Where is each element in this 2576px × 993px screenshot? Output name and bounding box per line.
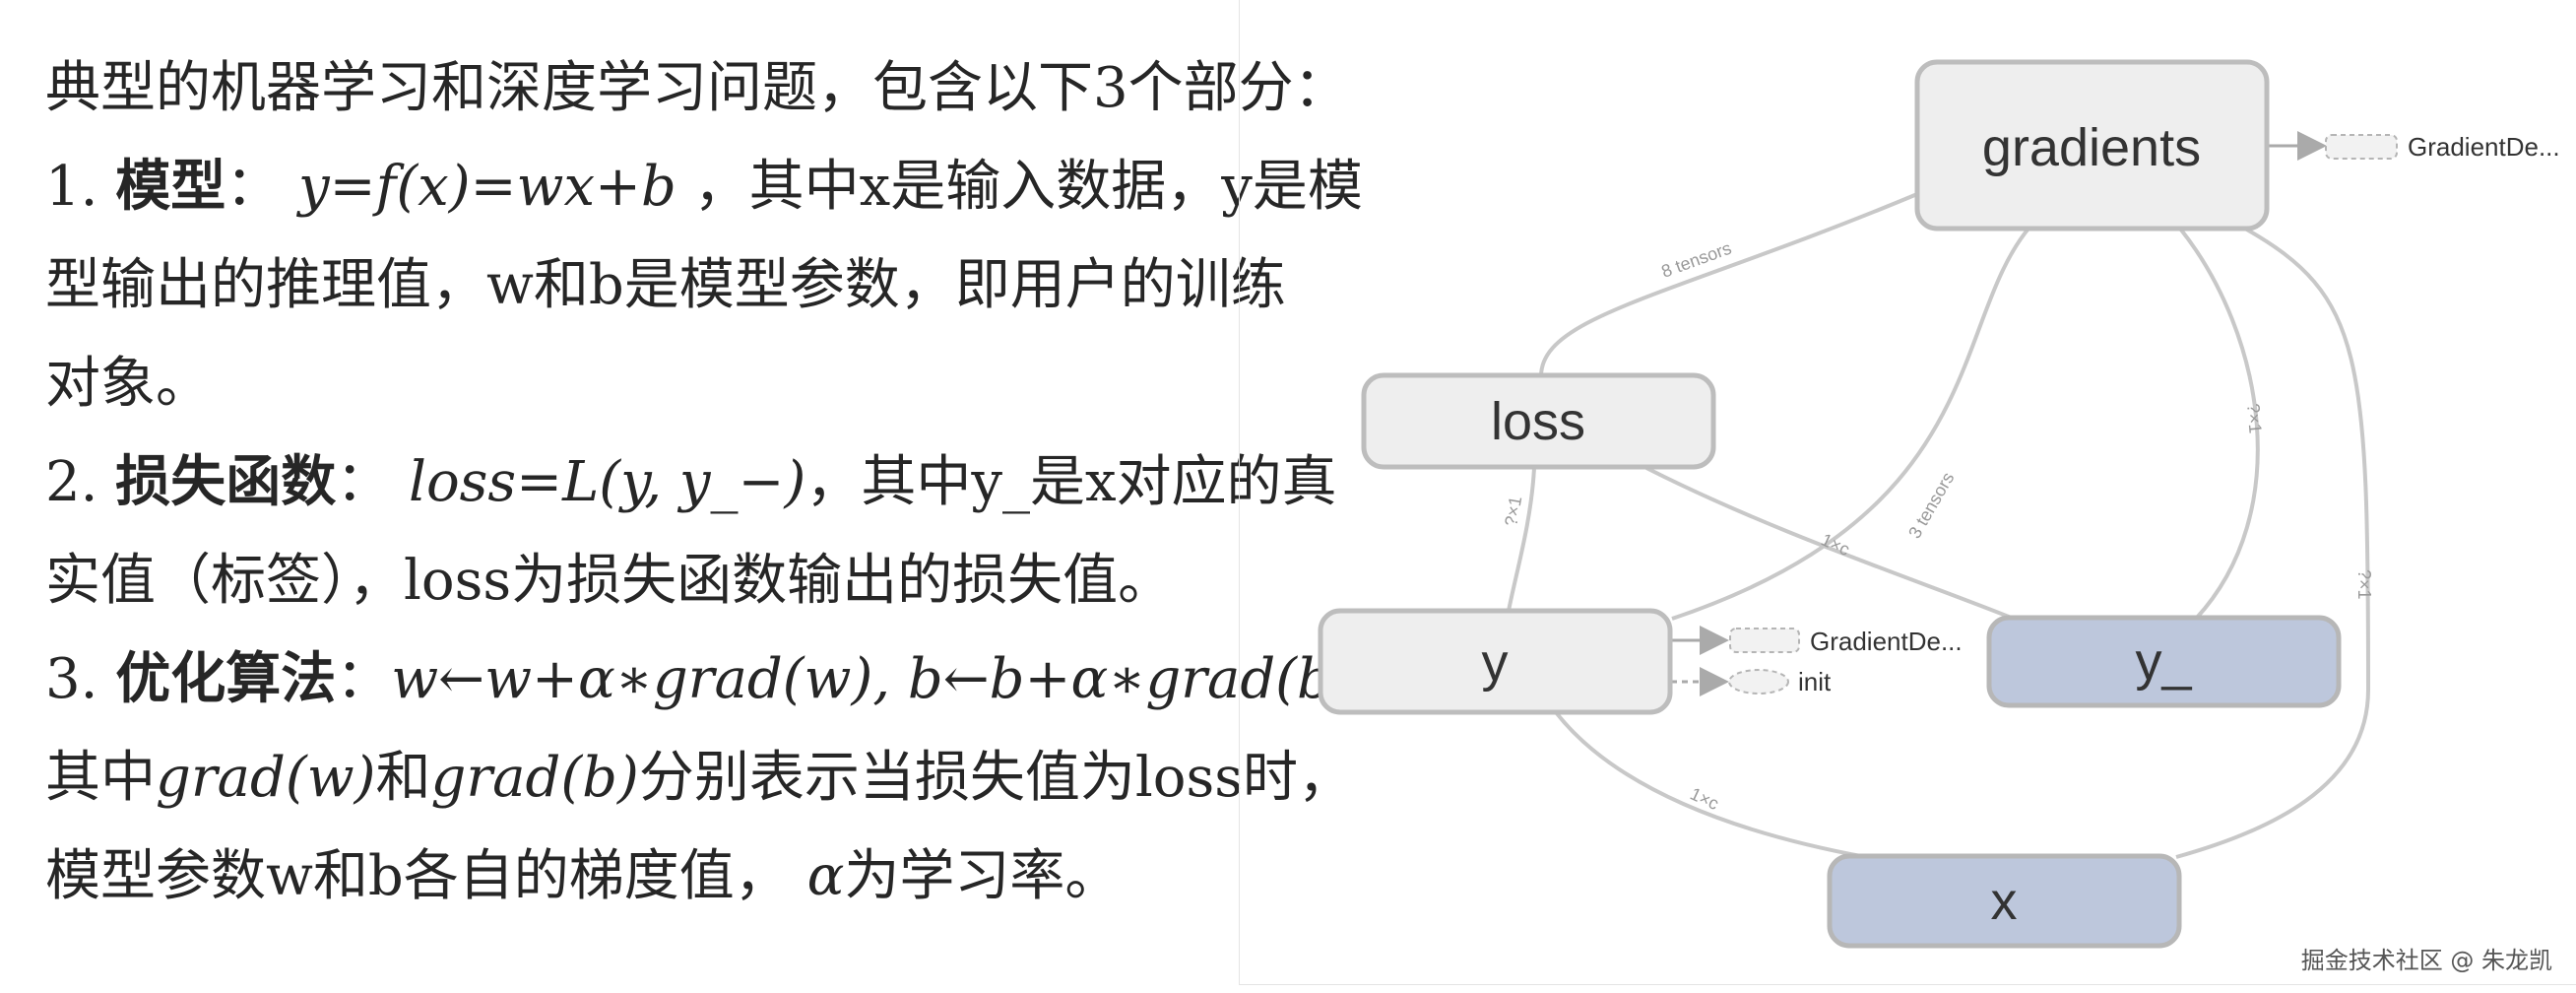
edge-gradients-loss xyxy=(1539,192,1918,377)
loss-line: 2. 损失函数： loss=L(y, y_−)，其中y_是x对应的真 xyxy=(45,450,1337,514)
edge-label-loss-y: ?×1 xyxy=(1501,495,1525,528)
edge-y-x xyxy=(1554,710,1867,859)
node-y_[interactable]: y_ xyxy=(1986,615,2342,708)
edge-gradients-x xyxy=(2175,227,2371,859)
intro-line: 典型的机器学习和深度学习问题，包含以下3个部分： xyxy=(45,56,1349,120)
optimizer-line-3: 模型参数w和b各自的梯度值， α为学习率。 xyxy=(45,844,1121,908)
node-gradients[interactable]: gradients xyxy=(1914,59,2270,232)
watermark: 掘金技术社区 @ 朱龙凯 xyxy=(2300,947,2552,974)
edge-loss-y_ xyxy=(1645,466,2015,621)
svg-text:y_: y_ xyxy=(2135,632,2192,692)
edge-label-grad-y_: ?×1 xyxy=(2243,403,2266,434)
svg-text:gradients: gradients xyxy=(1982,118,2201,177)
optimizer-formula: w←w+α∗grad(w), b←b+α∗grad(b) xyxy=(391,647,1354,711)
node-x[interactable]: x xyxy=(1827,853,2182,949)
gradient-descent-node-top[interactable] xyxy=(2325,134,2398,160)
graph-panel-bottom xyxy=(1239,984,2576,985)
init-node[interactable] xyxy=(1728,669,1789,695)
graph-edges xyxy=(1507,192,2371,859)
svg-text:loss: loss xyxy=(1491,392,1585,451)
node-loss[interactable]: loss xyxy=(1361,372,1716,470)
edge-label-8-tensors: 8 tensors xyxy=(1659,238,1734,282)
edge-label-grad-x: ?×1 xyxy=(2354,569,2374,600)
aux-edges xyxy=(1671,131,2327,696)
edge-loss-y xyxy=(1507,467,1536,612)
model-line-3: 对象。 xyxy=(45,352,211,416)
model-line: 1. 模型： y=f(x)=wx+b ，其中x是输入数据，y是模 xyxy=(45,155,1363,219)
model-heading: 模型 xyxy=(115,155,226,219)
init-label: init xyxy=(1798,667,1832,696)
loss-heading: 损失函数 xyxy=(115,450,337,514)
graph-panel-border xyxy=(1239,0,1240,985)
svg-text:y: y xyxy=(1482,633,1509,693)
gradient-descent-label-top: GradientDe... xyxy=(2408,132,2560,162)
loss-line-2: 实值（标签），loss为损失函数输出的损失值。 xyxy=(45,549,1174,613)
model-line-2: 型输出的推理值，w和b是模型参数，即用户的训练 xyxy=(45,253,1286,317)
gradient-descent-node-y[interactable] xyxy=(1729,628,1800,653)
model-formula: y=f(x)=wx+b xyxy=(298,155,676,219)
edge-label-3-tensors: 3 tensors xyxy=(1904,469,1958,542)
node-y[interactable]: y xyxy=(1318,608,1673,715)
optimizer-heading: 优化算法 xyxy=(115,647,337,711)
edge-gradients-y_ xyxy=(2178,227,2260,621)
svg-text:x: x xyxy=(1991,872,2018,931)
loss-formula: loss=L(y, y_−) xyxy=(409,450,806,514)
gradient-descent-label-y: GradientDe... xyxy=(1810,627,1963,656)
edge-gradients-y xyxy=(1671,227,2030,621)
edge-labels: 8 tensors 3 tensors ?×1 ?×1 ?×1 1×c 1×c xyxy=(1501,238,2374,814)
optimizer-line-2: 其中grad(w)和grad(b)分别表示当损失值为loss时， xyxy=(45,746,1353,810)
optimizer-line: 3. 优化算法：w←w+α∗grad(w), b←b+α∗grad(b)， xyxy=(45,647,1409,711)
